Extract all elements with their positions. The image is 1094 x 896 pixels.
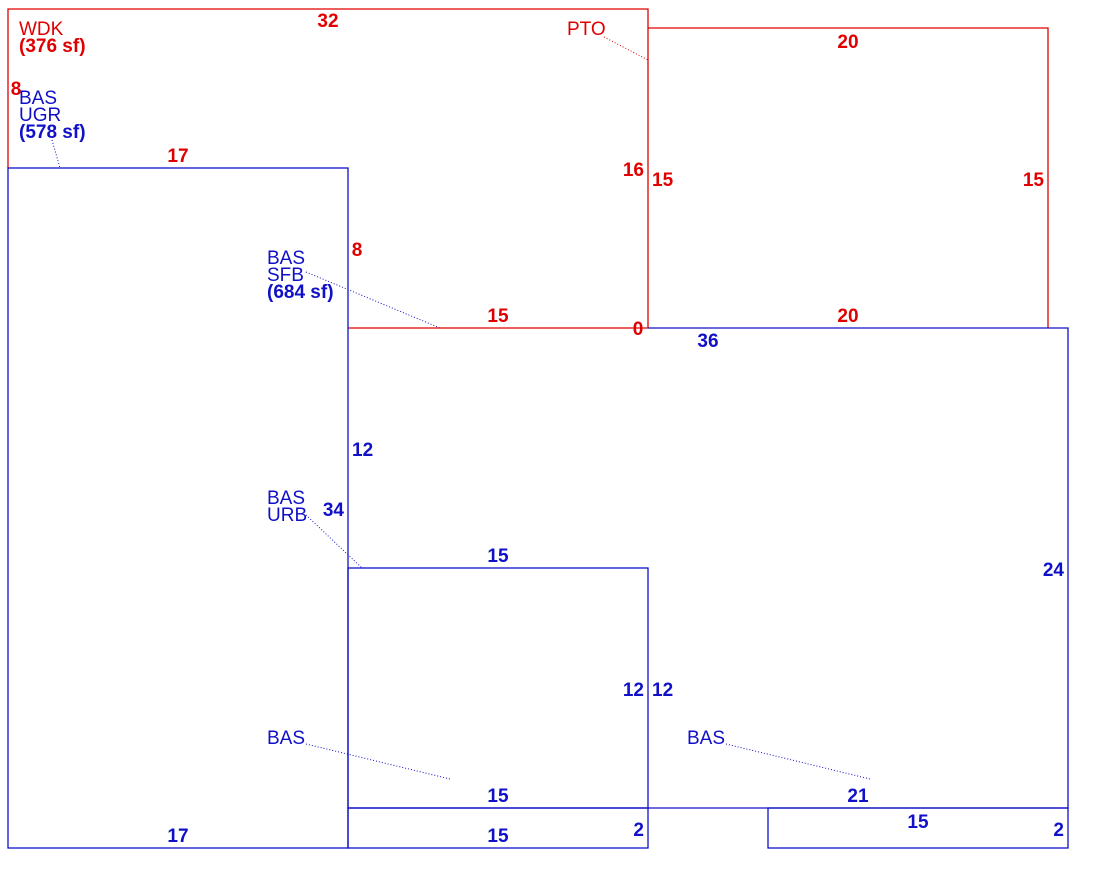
dim-wdk-bottom: 15 xyxy=(487,306,509,327)
strip-left-outline xyxy=(347,807,649,849)
wdk-outline xyxy=(7,8,649,329)
wdk-code-label: WDK xyxy=(19,19,64,40)
dim-sfb-top: 36 xyxy=(697,331,718,352)
dim-ugr-right: 34 xyxy=(323,500,345,521)
urb-type-label: BAS xyxy=(267,488,305,509)
dim-sfb-right: 24 xyxy=(1043,560,1065,581)
dim-sfb-left: 12 xyxy=(352,440,373,461)
urb-code-label: URB xyxy=(267,505,307,526)
dim-strip-left-right: 2 xyxy=(633,820,644,841)
dim-pto-top: 20 xyxy=(837,32,858,53)
pto-code-label: PTO xyxy=(567,19,606,40)
dim-wdk-left: 8 xyxy=(11,79,22,100)
pto-area xyxy=(648,27,1049,328)
dim-urb-left-side: 12 xyxy=(652,680,673,701)
ugr-leader xyxy=(51,139,61,169)
dim-strip-right-right: 2 xyxy=(1053,820,1064,841)
wdk-area xyxy=(7,8,649,329)
dim-wdk-inner-right: 8 xyxy=(352,240,363,261)
dim-strip-right-top: 15 xyxy=(907,812,929,833)
dimension-labels: 32 8 17 8 15 16 0 20 15 15 20 34 17 36 1… xyxy=(11,11,1065,847)
area-labels: WDK (376 sf) PTO BAS UGR (578 sf) BAS SF… xyxy=(19,19,725,749)
bas-right-leader xyxy=(725,743,871,780)
dim-wdk-zero: 0 xyxy=(633,319,644,340)
dim-wdk-bottom-left: 17 xyxy=(167,146,188,167)
dim-ugr-bottom: 17 xyxy=(167,826,188,847)
dim-strip-left-bottom: 15 xyxy=(487,826,509,847)
dim-urb-right: 12 xyxy=(623,680,644,701)
bas-areas xyxy=(7,167,1069,849)
ugr-outline xyxy=(7,167,349,849)
wdk-area-label: (376 sf) xyxy=(19,36,86,57)
dim-wdk-right: 16 xyxy=(623,160,644,181)
urb-outline xyxy=(347,567,649,809)
leader-lines xyxy=(51,36,871,780)
sfb-leader xyxy=(305,271,441,329)
ugr-code-label: UGR xyxy=(19,105,61,126)
sfb-type-label: BAS xyxy=(267,248,305,269)
urb-leader xyxy=(305,514,363,569)
sfb-code-label: SFB xyxy=(267,265,304,286)
dim-pto-right: 15 xyxy=(1023,170,1045,191)
dim-sfb-bottom: 21 xyxy=(847,786,869,807)
dim-urb-top: 15 xyxy=(487,546,509,567)
bas-right-label: BAS xyxy=(687,728,725,749)
bas-left-label: BAS xyxy=(267,728,305,749)
pto-leader xyxy=(603,36,649,61)
ugr-area-label: (578 sf) xyxy=(19,122,86,143)
dim-pto-bottom: 20 xyxy=(837,306,858,327)
dim-urb-bottom: 15 xyxy=(487,786,509,807)
pto-outline xyxy=(648,27,1049,328)
dim-wdk-top: 32 xyxy=(317,11,338,32)
dim-pto-left: 15 xyxy=(652,170,674,191)
strip-right-outline xyxy=(767,807,1069,849)
bas-left-leader xyxy=(305,743,451,780)
ugr-type-label: BAS xyxy=(19,88,57,109)
sfb-area-label: (684 sf) xyxy=(267,282,334,303)
